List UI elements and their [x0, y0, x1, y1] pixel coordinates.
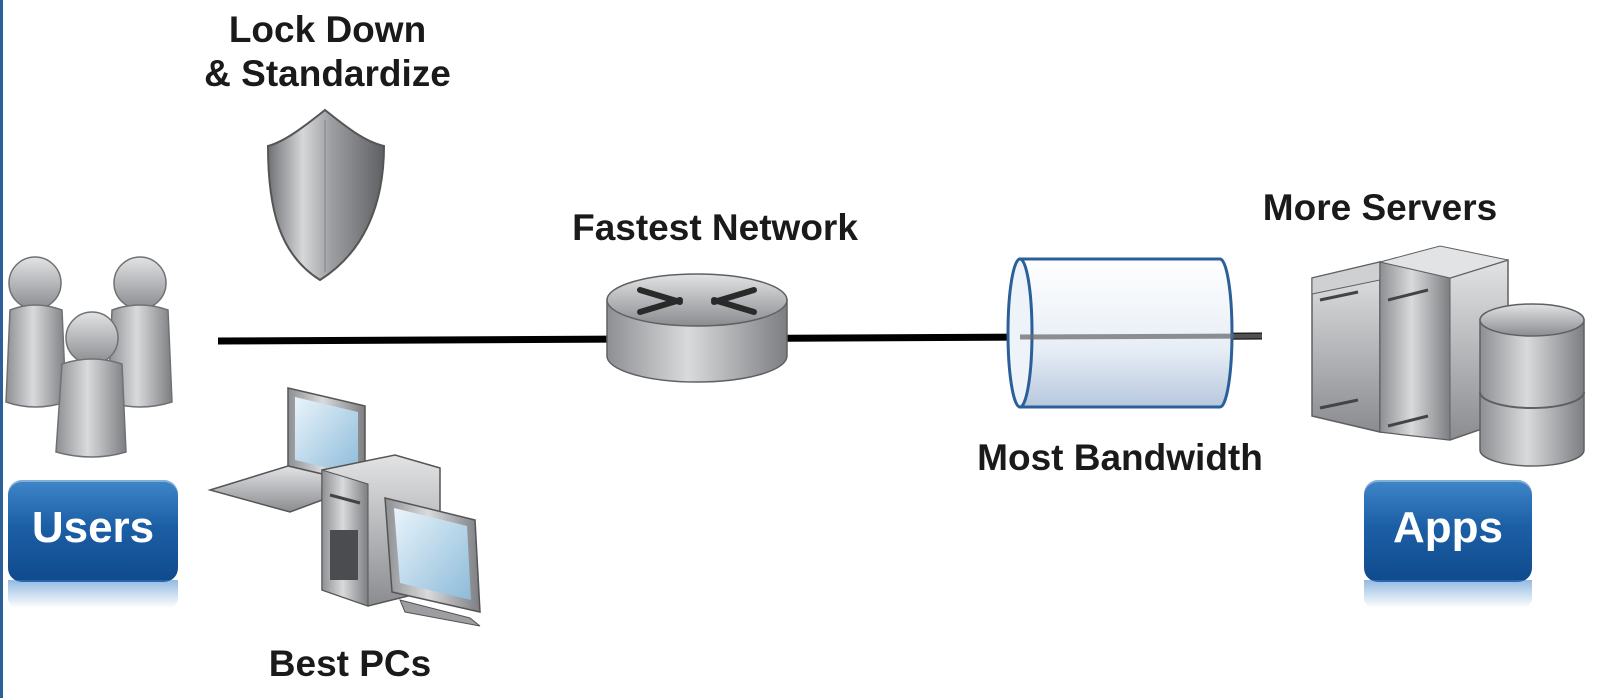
most-bandwidth-label: Most Bandwidth — [977, 437, 1263, 478]
best-pcs-label: Best PCs — [268, 643, 432, 684]
router-icon — [606, 273, 788, 383]
left-border — [0, 0, 3, 698]
lock-down-label: Lock Down & Standardize — [170, 8, 485, 96]
more-servers-label: More Servers — [1262, 187, 1498, 228]
shield-icon — [266, 108, 386, 282]
lock-down-line1: Lock Down — [228, 9, 427, 50]
users-button[interactable]: Users — [8, 480, 178, 608]
pcs-icon — [207, 387, 481, 627]
pipe-icon — [1006, 257, 1263, 409]
users-icon — [5, 256, 173, 458]
lock-down-line2: & Standardize — [204, 53, 451, 94]
servers-icon — [1311, 245, 1585, 467]
fastest-network-label: Fastest Network — [572, 207, 858, 248]
apps-button[interactable]: Apps — [1364, 480, 1532, 608]
